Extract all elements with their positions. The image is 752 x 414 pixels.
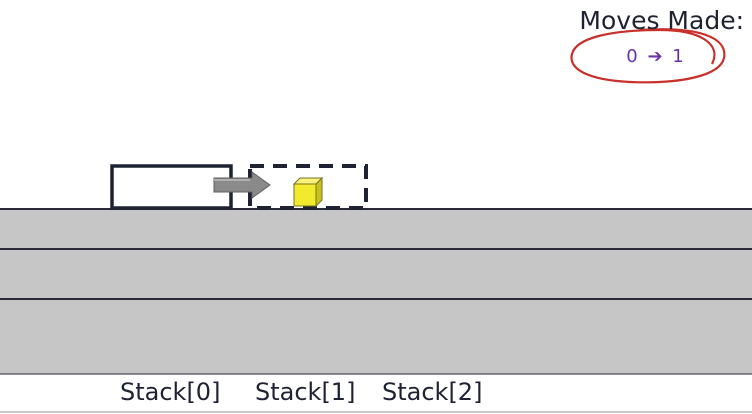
annotation-ellipse <box>570 28 726 84</box>
stack-label-2: Stack[2] <box>382 378 483 406</box>
stack-0-outline <box>110 164 233 210</box>
move-record: 0 ➔ 1 <box>600 46 710 67</box>
table-band-top <box>0 209 752 249</box>
move-arrow-glyph-icon: ➔ <box>647 46 663 67</box>
stack-label-0: Stack[0] <box>120 378 221 406</box>
table-band-bottom <box>0 299 752 374</box>
move-from: 0 <box>626 46 638 67</box>
block-cube-icon <box>292 176 324 208</box>
stack-label-1: Stack[1] <box>255 378 356 406</box>
moves-made-title: Moves Made: <box>579 6 744 35</box>
move-arrow-icon <box>213 171 271 199</box>
table-band-middle <box>0 249 752 299</box>
move-to: 1 <box>672 46 684 67</box>
